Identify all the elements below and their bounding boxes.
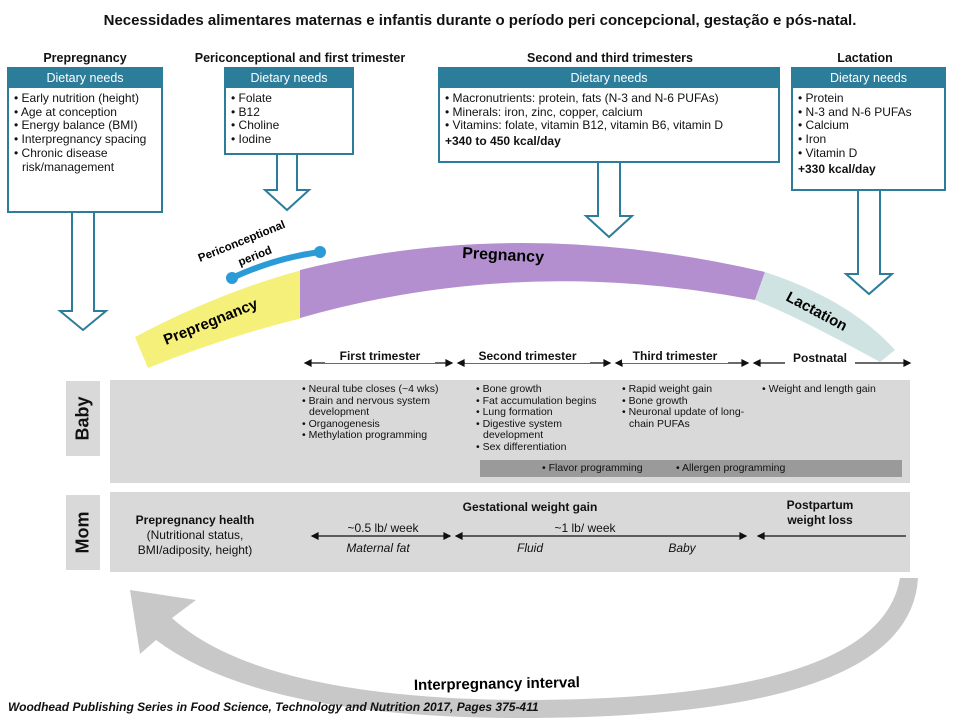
timeline-first-trimester: First trimester — [325, 349, 435, 363]
baby-third-item: Rapid weight gain — [622, 383, 757, 396]
figure-title: Necessidades alimentares maternas e infa… — [103, 12, 857, 29]
periconceptional-item: B12 — [231, 105, 346, 120]
programming-bar: • Flavor programming • Allergen programm… — [480, 460, 902, 477]
allergen-programming: • Allergen programming — [676, 462, 786, 474]
lactation-dietary-box: Dietary needs Protein N-3 and N-6 PUFAs … — [791, 67, 946, 191]
baby-second-item: Digestive system development — [476, 418, 616, 442]
prepregnancy-down-arrow — [57, 209, 109, 332]
timeline-third-trimester: Third trimester — [622, 349, 728, 363]
mom-prepregnancy-detail-2: BMI/adiposity, height) — [137, 543, 253, 557]
lactation-item: Vitamin D — [798, 146, 938, 161]
baby-postnatal-item: Weight and length gain — [762, 383, 907, 396]
periconceptional-down-arrow — [262, 149, 312, 212]
second-third-heading: Second and third trimesters — [526, 51, 693, 65]
periconceptional-box-title: Dietary needs — [226, 69, 352, 88]
lactation-item: Protein — [798, 91, 938, 106]
prepregnancy-item: Chronic disease risk/management — [14, 146, 155, 174]
mom-rate-one-lb: ~1 lb/ week — [554, 521, 616, 535]
lactation-box-title: Dietary needs — [793, 69, 944, 88]
periconceptional-start-dot — [226, 272, 238, 284]
mom-postpartum-1: Postpartum — [786, 498, 854, 512]
mom-prepregnancy-detail-1: (Nutritional status, — [146, 528, 244, 542]
baby-second-item: Fat accumulation begins — [476, 395, 616, 408]
timeline-second-trimester: Second trimester — [465, 349, 590, 363]
prepregnancy-heading: Prepregnancy — [43, 51, 127, 65]
flavor-programming-label: Flavor programming — [548, 462, 643, 474]
lactation-item: Calcium — [798, 119, 938, 133]
baby-second-item: Sex differentiation — [476, 441, 616, 454]
second-third-item: Macronutrients: protein, fats (N-3 and N… — [445, 91, 772, 106]
baby-first-item: Methylation programming — [302, 430, 470, 442]
prepregnancy-item: Energy balance (BMI) — [14, 119, 155, 133]
mom-baby: Baby — [668, 541, 696, 555]
baby-first-item: Organogenesis — [302, 418, 470, 431]
baby-third-item: Neuronal update of long-chain PUFAs — [622, 406, 757, 430]
mom-band — [110, 492, 910, 572]
periconceptional-end-dot — [314, 246, 326, 258]
periconceptional-item: Folate — [231, 91, 346, 106]
mom-tab: Mom — [66, 495, 100, 570]
periconceptional-bar — [229, 249, 323, 281]
lactation-item: N-3 and N-6 PUFAs — [798, 105, 938, 120]
citation: Woodhead Publishing Series in Food Scien… — [8, 700, 539, 714]
mom-prepregnancy-health: Prepregnancy health — [135, 513, 255, 527]
mom-postpartum-2: weight loss — [787, 513, 853, 527]
baby-first-list: Neural tube closes (~4 wks) Brain and ne… — [302, 383, 470, 442]
second-third-energy: +340 to 450 kcal/day — [445, 134, 561, 149]
arc-label-pregnancy: Pregnancy — [462, 245, 545, 266]
baby-third-item: Bone growth — [622, 395, 757, 408]
prepregnancy-item: Interpregnancy spacing — [14, 132, 155, 147]
timeline-postnatal: Postnatal — [785, 351, 855, 365]
periconceptional-item: Choline — [231, 119, 346, 133]
baby-first-item: Neural tube closes (~4 wks) — [302, 383, 470, 396]
prepregnancy-item: Age at conception — [14, 105, 155, 120]
baby-third-list: Rapid weight gain Bone growth Neuronal u… — [622, 383, 757, 430]
prepregnancy-box-title: Dietary needs — [9, 69, 161, 88]
allergen-programming-label: Allergen programming — [682, 462, 786, 474]
periconceptional-dietary-box: Dietary needs Folate B12 Choline Iodine — [224, 67, 354, 155]
mom-gestational-weight-gain: Gestational weight gain — [462, 500, 598, 514]
lactation-down-arrow — [843, 184, 895, 296]
baby-tab: Baby — [66, 381, 100, 456]
return-arrow-shape — [130, 578, 918, 718]
second-third-box-title: Dietary needs — [440, 69, 778, 88]
mom-fluid: Fluid — [516, 541, 543, 555]
lactation-energy: +330 kcal/day — [798, 161, 876, 176]
flavor-programming: • Flavor programming — [542, 462, 643, 474]
lactation-item: Iron — [798, 132, 938, 147]
baby-second-item: Bone growth — [476, 383, 616, 396]
second-third-item: Minerals: iron, zinc, copper, calcium — [445, 105, 772, 120]
baby-first-item: Brain and nervous system development — [302, 395, 470, 419]
second-third-dietary-box: Dietary needs Macronutrients: protein, f… — [438, 67, 780, 163]
arc-segment-pregnancy — [300, 242, 765, 318]
second-third-down-arrow — [583, 159, 635, 239]
prepregnancy-item: Early nutrition (height) — [14, 91, 155, 106]
periconceptional-heading: Periconceptional and first trimester — [194, 51, 406, 65]
baby-postnatal-list: Weight and length gain — [762, 383, 907, 396]
mom-maternal-fat: Maternal fat — [346, 541, 410, 555]
periconceptional-item: Iodine — [231, 132, 346, 147]
lactation-heading: Lactation — [837, 51, 893, 65]
mom-rate-half-lb: ~0.5 lb/ week — [347, 521, 419, 535]
baby-second-list: Bone growth Fat accumulation begins Lung… — [476, 383, 616, 454]
interpregnancy-label: Interpregnancy interval — [414, 674, 580, 694]
arc-segment-lactation — [755, 272, 895, 362]
second-third-item: Vitamins: folate, vitamin B12, vitamin B… — [445, 119, 772, 133]
baby-second-item: Lung formation — [476, 407, 616, 419]
arc-segment-prepregnancy — [135, 270, 302, 368]
prepregnancy-dietary-box: Dietary needs Early nutrition (height) A… — [7, 67, 163, 213]
